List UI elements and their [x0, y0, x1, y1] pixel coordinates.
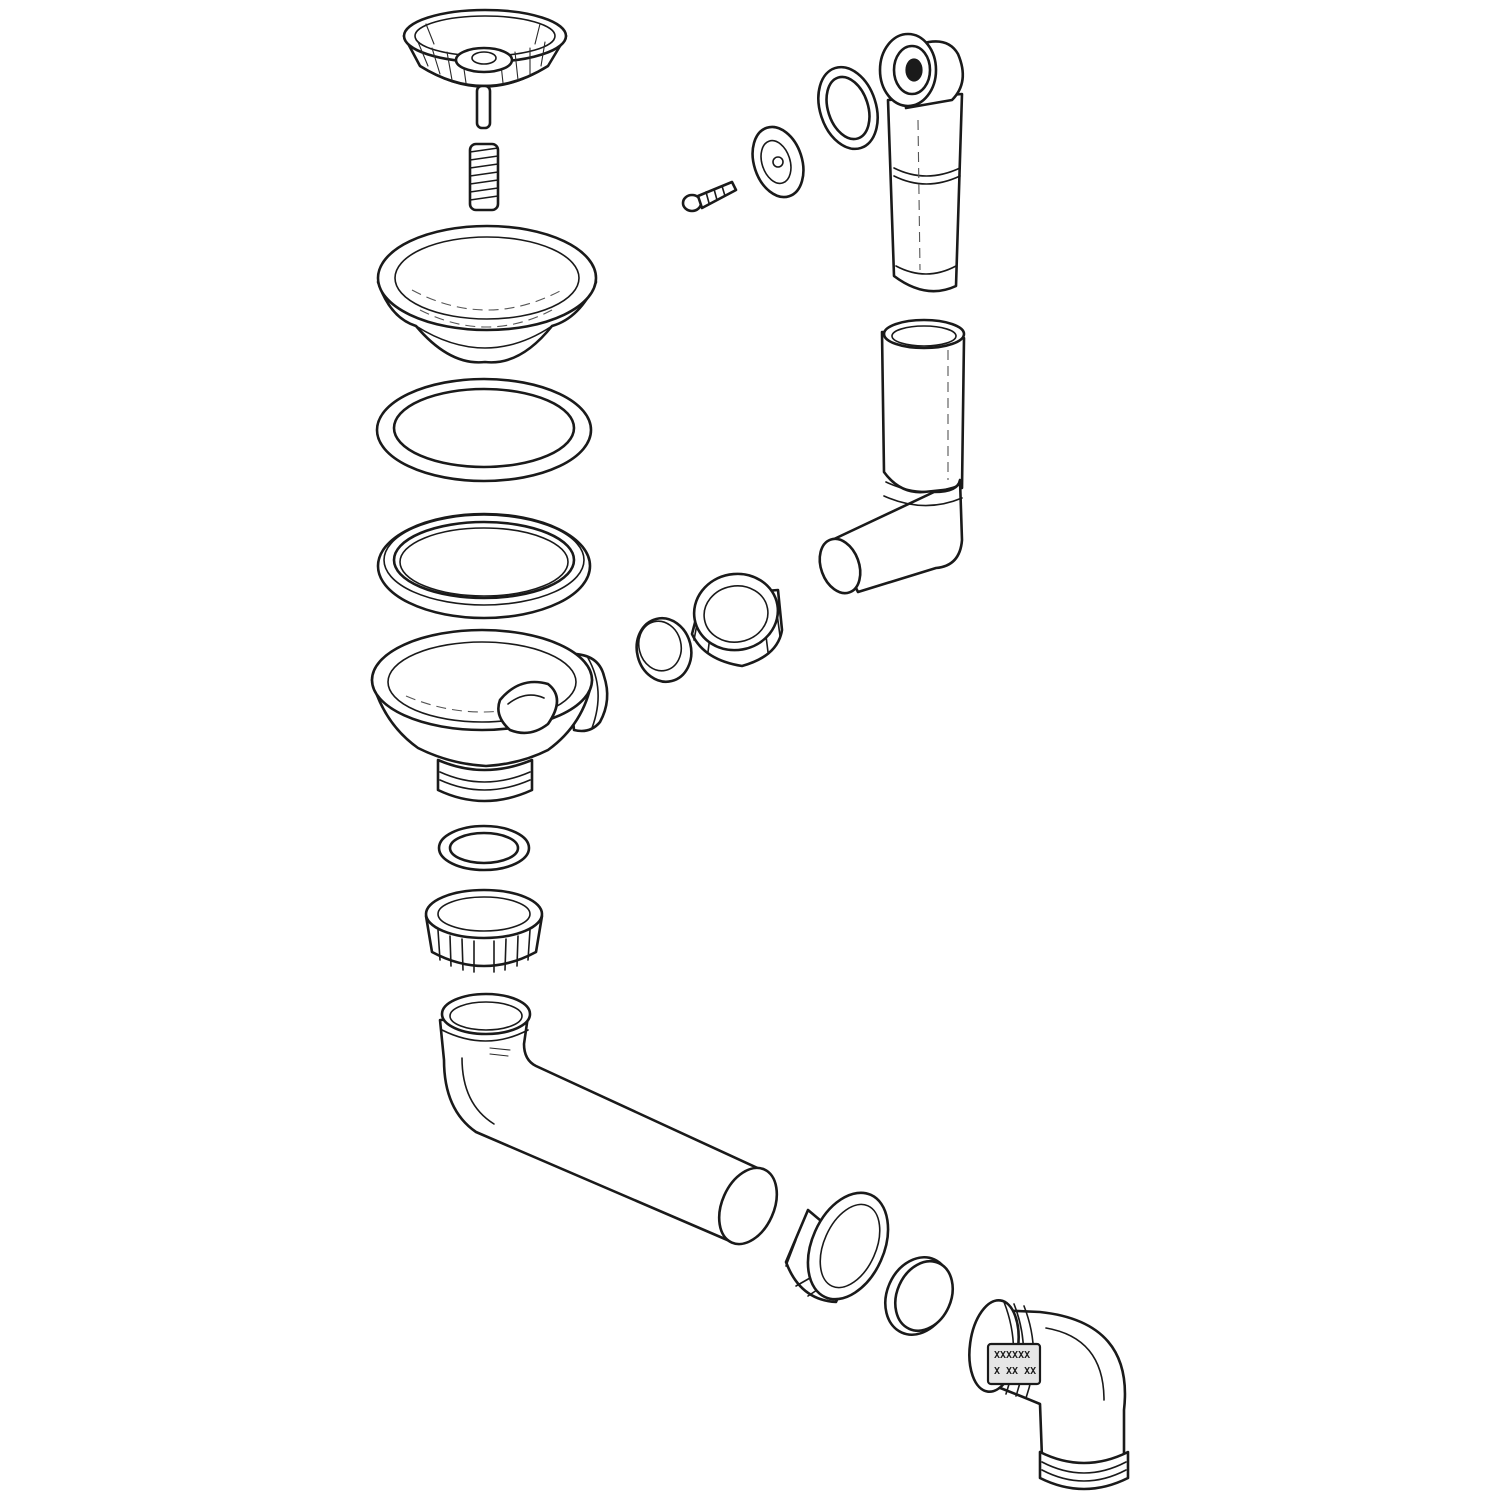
- overflow-elbow-pipe: [818, 318, 966, 595]
- elbow-marking-line-1: XXXXXX: [994, 1350, 1030, 1361]
- small-washer: [437, 824, 531, 872]
- pipe-nut: [784, 1191, 890, 1304]
- overflow-screw: [681, 180, 738, 213]
- rubber-ring: [376, 512, 592, 620]
- overflow-head-with-pipe: [878, 32, 965, 293]
- bent-drain-pipe: [438, 992, 779, 1246]
- lower-nut: [424, 888, 544, 973]
- overflow-cover-disc: [751, 125, 805, 199]
- flange-bowl: [376, 224, 598, 364]
- overflow-connection-seal: [635, 616, 693, 684]
- overflow-connection-nut: [690, 572, 784, 668]
- outlet-elbow-threaded: XXXXXX X XX XX: [968, 1299, 1130, 1491]
- flat-gasket: [375, 377, 593, 483]
- overflow-gasket: [817, 65, 879, 151]
- pipe-seal-ring: [884, 1256, 954, 1336]
- drain-body-with-overflow-port: [370, 628, 609, 803]
- elbow-marking-line-2: X XX XX: [994, 1366, 1036, 1377]
- strainer-basket: [402, 8, 568, 130]
- spring: [468, 142, 500, 212]
